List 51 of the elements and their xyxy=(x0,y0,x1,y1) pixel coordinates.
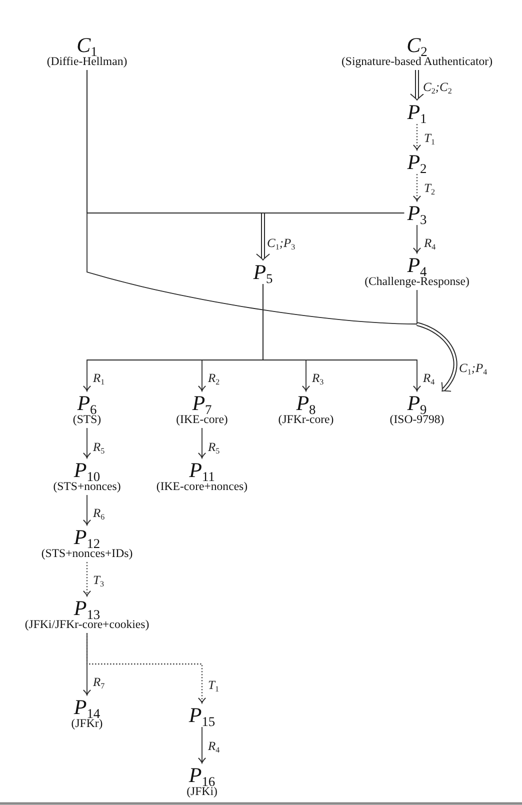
node-caption: (JFKi) xyxy=(186,785,218,798)
node-label: C$_{1}$ xyxy=(76,35,98,55)
edge-label: T$_{3}$ xyxy=(92,573,105,587)
edge-label: R$_{2}$ xyxy=(207,371,221,385)
node-caption: (JFKr) xyxy=(71,717,103,730)
node-caption: (Diffie-Hellman) xyxy=(46,55,128,68)
edge-label: R$_{6}$ xyxy=(92,506,106,520)
node-caption: (Signature-based Authenticator) xyxy=(342,55,492,68)
edge-label: T$_{2}$ xyxy=(423,181,436,195)
node-label: C$_{2}$ xyxy=(406,35,428,55)
node-label: P$_{6}$ xyxy=(77,393,97,413)
node-caption: (JFKi/JFKr-core+cookies) xyxy=(24,618,150,631)
edge-label: R$_{5}$ xyxy=(207,440,221,454)
node-caption: (ISO-9798) xyxy=(390,413,444,426)
node-caption: (STS+nonces) xyxy=(53,480,121,493)
node-label: P$_{9}$ xyxy=(407,393,427,413)
node-caption: (JFKr-core) xyxy=(278,413,334,426)
node-label: P$_{4}$ xyxy=(407,255,427,275)
edge-label: T$_{1}$ xyxy=(423,131,436,145)
edge-label: R$_{4}$ xyxy=(422,371,436,385)
node-label: P$_{11}$ xyxy=(189,460,215,480)
node-label: P$_{13}$ xyxy=(74,598,100,618)
edge-label: C$_{1}$;P$_{3}$ xyxy=(266,236,296,250)
connector-line xyxy=(86,70,418,324)
edge-label: T$_{1}$ xyxy=(207,678,220,692)
connector-line xyxy=(416,290,418,324)
node-caption: (STS+nonces+IDs) xyxy=(41,547,133,560)
node-label: P$_{1}$ xyxy=(407,102,427,122)
node-label: P$_{16}$ xyxy=(188,765,216,785)
edge-label: C$_{2}$;C$_{2}$ xyxy=(422,80,453,94)
node-caption: (IKE-core+nonces) xyxy=(156,480,248,493)
node-caption: (STS) xyxy=(72,413,102,426)
node-label: P$_{3}$ xyxy=(407,203,427,223)
node-label: P$_{7}$ xyxy=(192,393,212,413)
edge-label: R$_{1}$ xyxy=(92,371,106,385)
edge-label: C$_{1}$;P$_{4}$ xyxy=(458,361,488,375)
edge-label: R$_{7}$ xyxy=(92,675,106,689)
connector-line xyxy=(262,212,405,214)
node-label: P$_{15}$ xyxy=(188,705,216,725)
edge-label: R$_{4}$ xyxy=(207,739,221,753)
node-label: P$_{5}$ xyxy=(253,262,273,282)
node-label: P$_{8}$ xyxy=(296,393,316,413)
edge-label: R$_{4}$ xyxy=(423,236,437,250)
node-caption: (Challenge-Response) xyxy=(364,275,470,288)
node-label: P$_{14}$ xyxy=(74,697,100,717)
node-label: P$_{12}$ xyxy=(74,527,100,547)
node-label: P$_{2}$ xyxy=(407,152,427,172)
edge-label: R$_{3}$ xyxy=(311,371,325,385)
node-label: P$_{10}$ xyxy=(74,460,100,480)
node-caption: (IKE-core) xyxy=(176,413,228,426)
edge-label: R$_{5}$ xyxy=(92,440,106,454)
